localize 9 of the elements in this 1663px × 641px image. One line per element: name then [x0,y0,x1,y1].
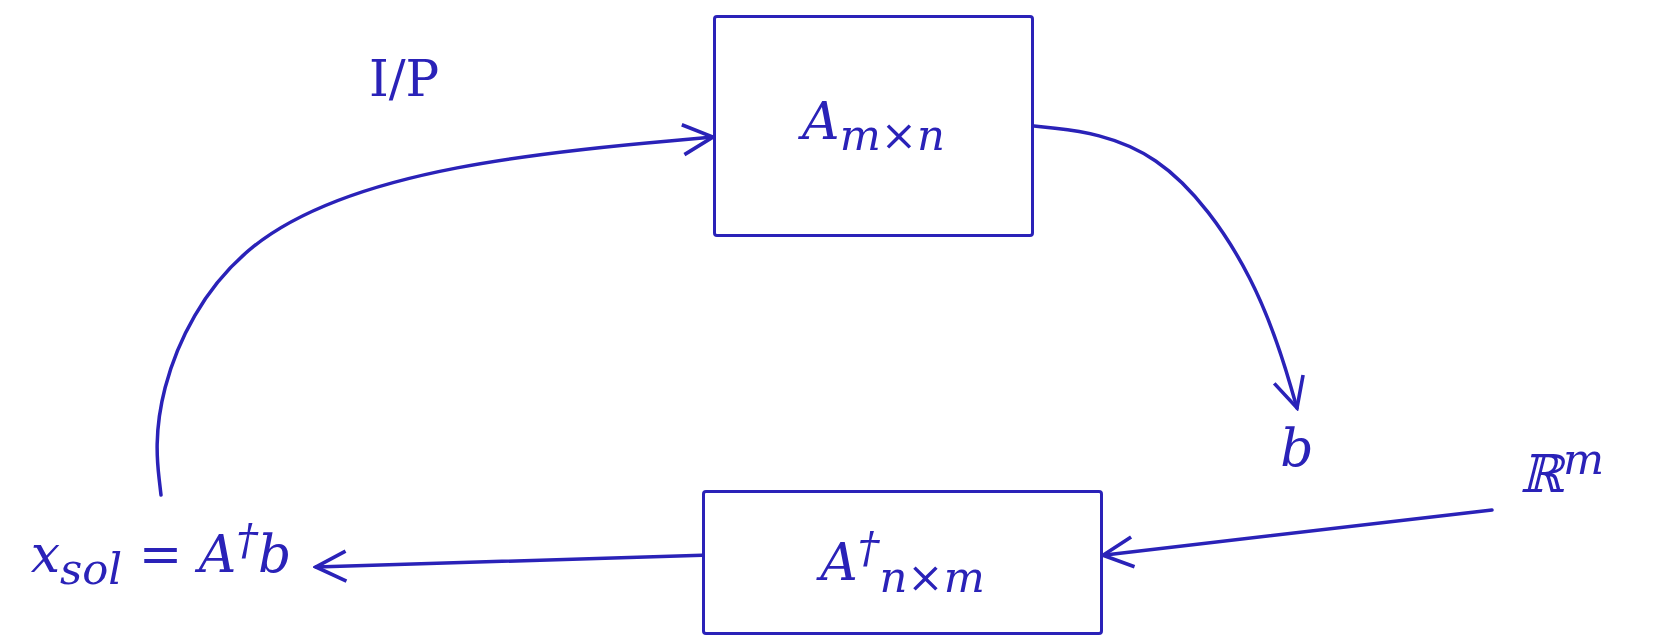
arrow [314,549,704,583]
arrow [155,122,715,497]
process-box [702,490,1103,635]
math-label: b [1280,416,1314,480]
arrow [1032,124,1305,410]
math-label: ℝ$^{m}$ [1519,434,1605,506]
arrow [1101,508,1494,569]
math-label: x$_{sol}$ = A$^{†}$b [30,514,292,596]
process-box [713,15,1034,237]
